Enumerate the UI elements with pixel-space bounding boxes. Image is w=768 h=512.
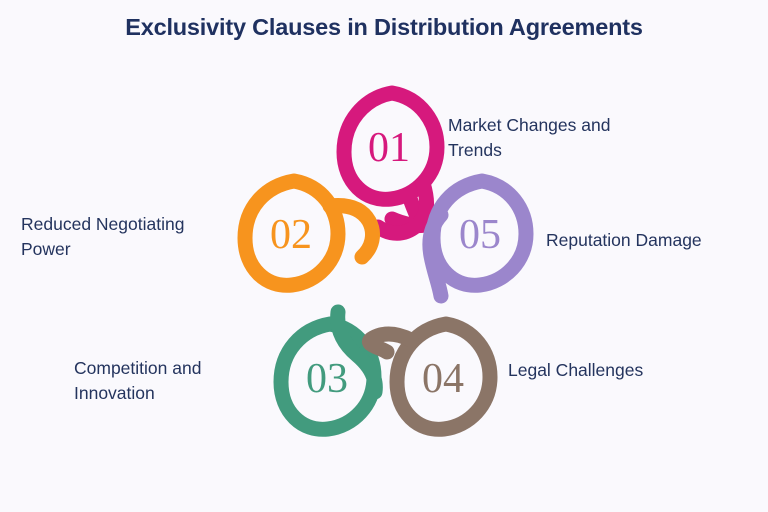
node-02-number: 02: [270, 212, 312, 258]
label-02-line-1: Reduced Negotiating: [21, 214, 185, 234]
node-05-number: 05: [459, 212, 501, 258]
label-02-line-2: Power: [21, 238, 71, 259]
node-03-tail: [330, 304, 383, 400]
node-04-number: 04: [422, 356, 464, 402]
node-05[interactable]: 05: [422, 173, 534, 304]
node-05-tail: [422, 207, 449, 304]
node-02[interactable]: 02: [237, 173, 380, 293]
label-01-line-2: Trends: [448, 139, 502, 160]
label-01: Market Changes and Trends: [448, 113, 663, 163]
label-05: Reputation Damage: [546, 228, 761, 253]
node-03-bubble: [273, 316, 382, 437]
node-01[interactable]: 01: [336, 85, 445, 241]
node-03-number: 03: [306, 356, 348, 402]
node-04-bubble: [389, 316, 498, 437]
label-02: Reduced Negotiating Power: [21, 212, 236, 262]
label-05-line-1: Reputation Damage: [546, 230, 702, 250]
label-03: Competition and Innovation: [74, 356, 274, 406]
node-01-number: 01: [368, 125, 410, 171]
node-01-tail: [370, 175, 435, 241]
label-04: Legal Challenges: [508, 358, 723, 383]
page-title: Exclusivity Clauses in Distribution Agre…: [125, 14, 643, 40]
node-03[interactable]: 03: [273, 304, 383, 437]
label-03-line-2: Innovation: [74, 382, 155, 403]
node-02-tail: [322, 198, 380, 265]
label-04-line-1: Legal Challenges: [508, 360, 644, 380]
node-04[interactable]: 04: [361, 316, 498, 437]
label-03-line-1: Competition and: [74, 358, 202, 378]
node-04-tail: [361, 326, 419, 360]
label-01-line-1: Market Changes and: [448, 115, 611, 135]
